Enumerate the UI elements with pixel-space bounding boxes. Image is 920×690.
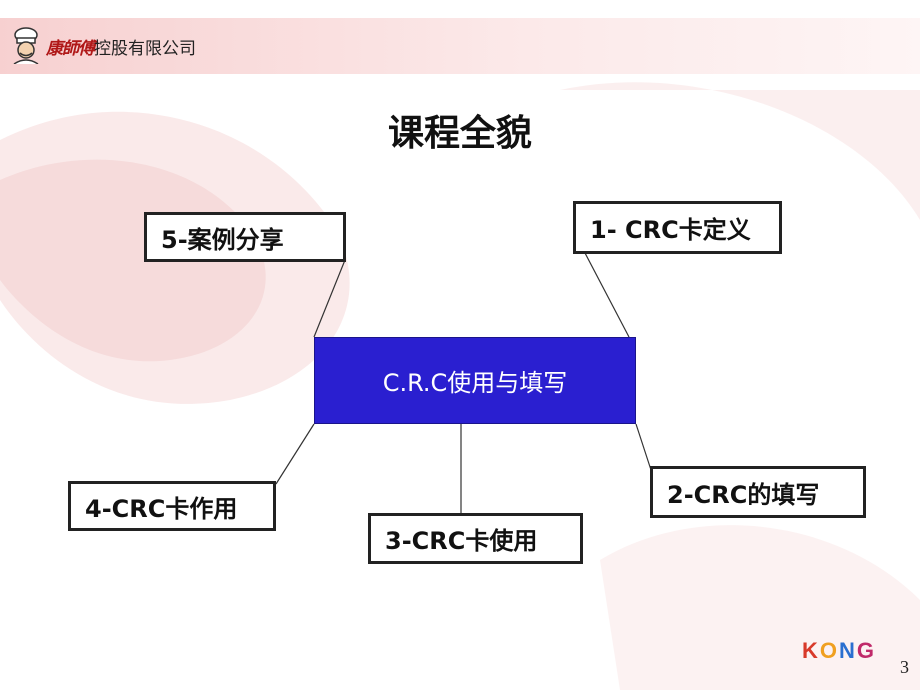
kong-letter-g: G — [856, 638, 877, 663]
node-crc-role-label: 4-CRC卡作用 — [85, 494, 238, 523]
node-crc-usage-label: 3-CRC卡使用 — [385, 527, 538, 555]
node-crc-role: 4-CRC卡作用 — [68, 481, 276, 531]
node-crc-filling: 2-CRC的填写 — [650, 466, 866, 518]
company-suffix: 控股有限公司 — [94, 39, 196, 59]
header-band — [0, 18, 920, 74]
kong-letter-o: O — [819, 638, 840, 663]
page-number: 3 — [900, 657, 909, 677]
node-crc-filling-label: 2-CRC的填写 — [667, 480, 820, 509]
company-brand: 康師傅 — [46, 39, 95, 59]
node-case-sharing: 5-案例分享 — [144, 212, 346, 262]
node-crc-definition-label: 1- CRC卡定义 — [590, 216, 751, 244]
node-crc-usage: 3-CRC卡使用 — [368, 513, 583, 564]
node-case-sharing-label: 5-案例分享 — [161, 225, 284, 254]
slide-title: 课程全貌 — [387, 113, 532, 154]
kong-letter-n: N — [839, 638, 857, 663]
center-topic-label: C.R.C使用与填写 — [382, 369, 568, 397]
kong-letter-k: K — [802, 638, 820, 663]
kong-logo: KONG — [802, 638, 876, 664]
node-crc-definition: 1- CRC卡定义 — [573, 201, 782, 254]
company-name: 康師傅控股有限公司 — [46, 34, 196, 59]
center-topic-box: C.R.C使用与填写 — [314, 337, 636, 424]
chef-logo-icon — [13, 27, 39, 64]
